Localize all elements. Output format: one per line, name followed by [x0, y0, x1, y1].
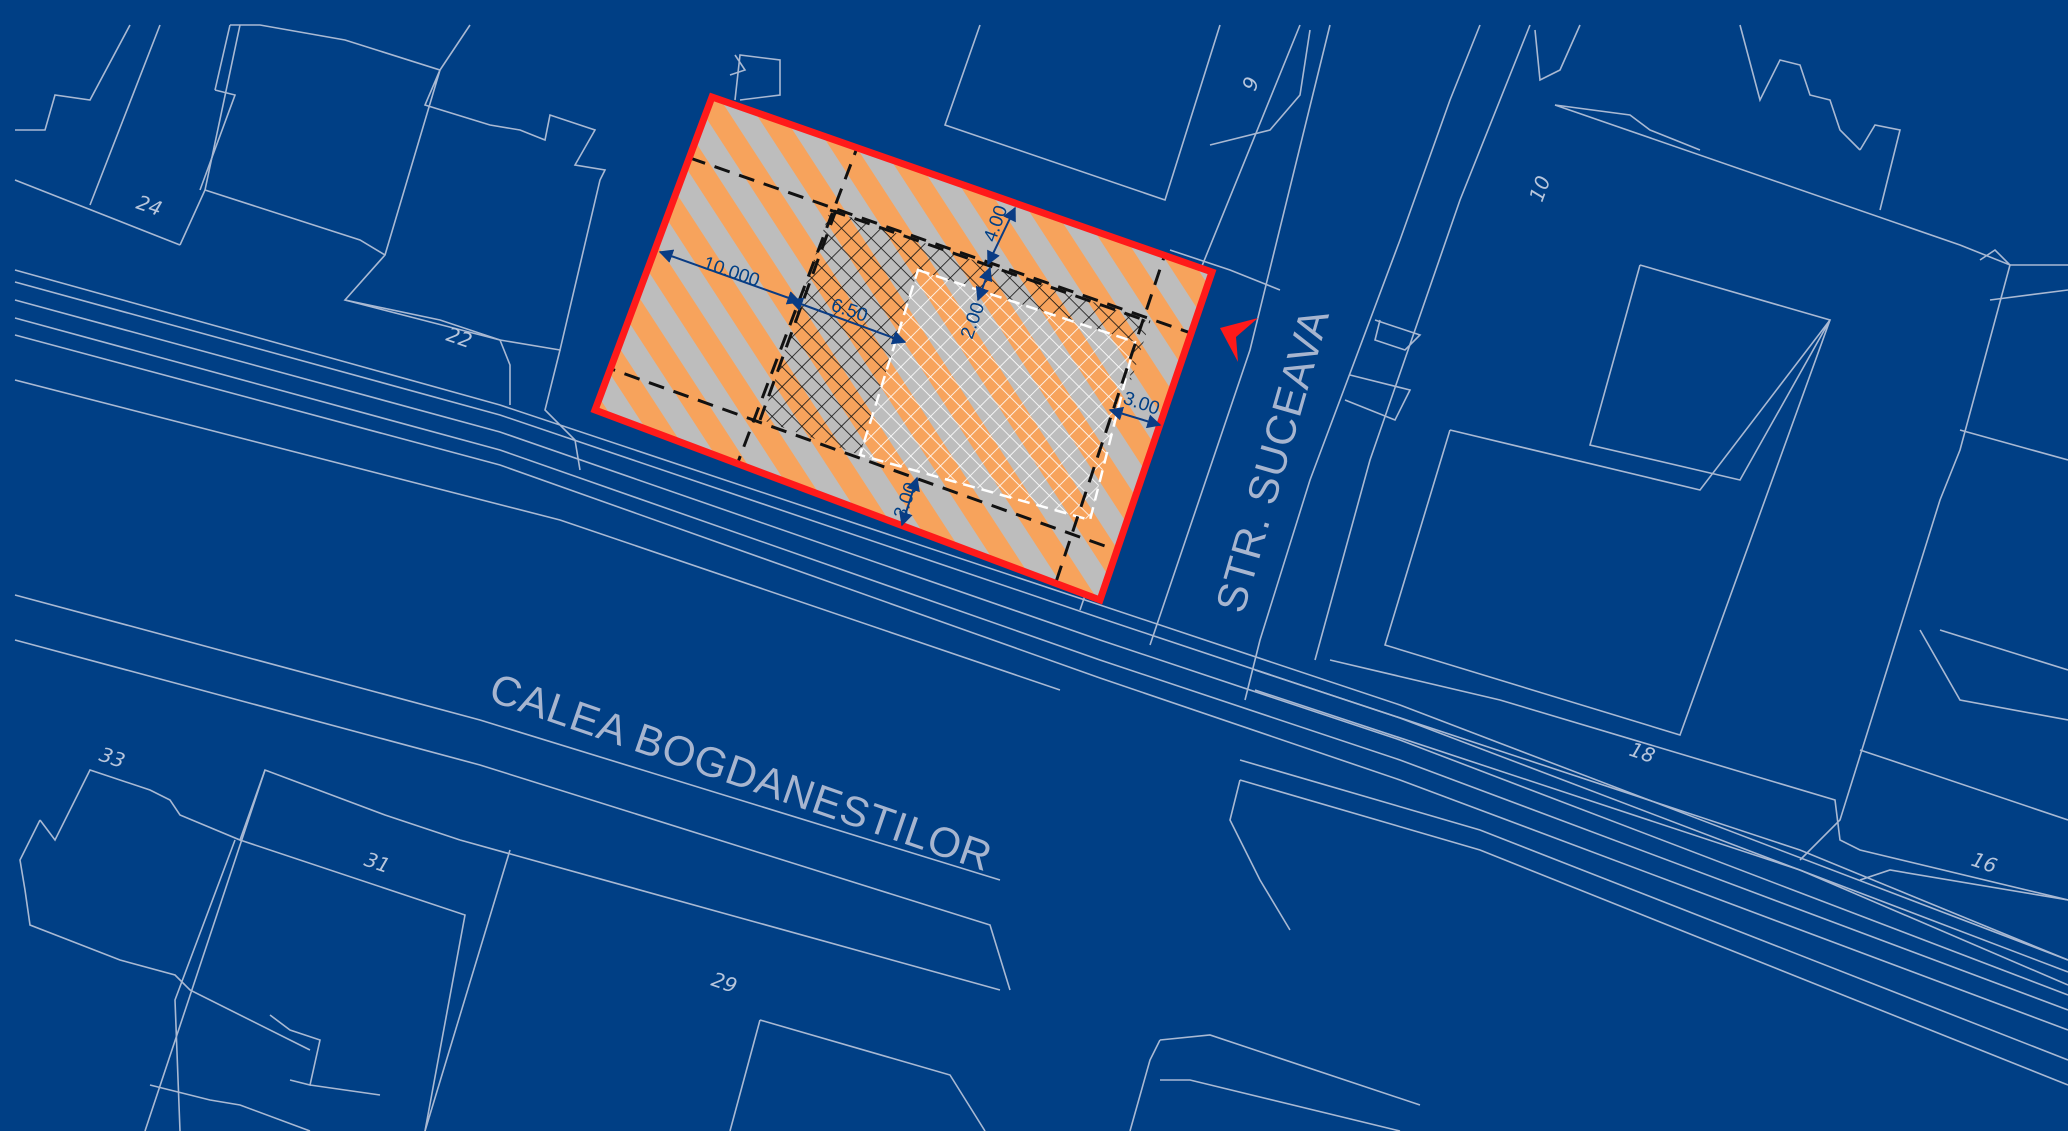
site-parcel — [590, 92, 1217, 605]
buildable-area — [858, 268, 1137, 522]
dimension-lines — [658, 206, 1162, 527]
lot-number-33: 33 — [96, 742, 128, 773]
setback-hatch-zone — [762, 210, 1150, 455]
red-arrow-icon — [1220, 318, 1258, 362]
lot-number-16: 16 — [1968, 847, 2000, 878]
lot-number-24: 24 — [133, 190, 165, 221]
site-boundary — [590, 92, 1217, 605]
street-label-calea-bogdanestilor: CALEA BOGDANESTILOR — [484, 664, 998, 880]
lot-number-10: 10 — [1524, 173, 1555, 205]
lot-number-31: 31 — [361, 847, 393, 878]
lot-number-29: 29 — [708, 967, 740, 998]
lot-number-9: 9 — [1237, 74, 1264, 94]
lot-number-18: 18 — [1626, 737, 1658, 768]
street-label-str-suceava: STR. SUCEAVA — [1206, 303, 1338, 618]
